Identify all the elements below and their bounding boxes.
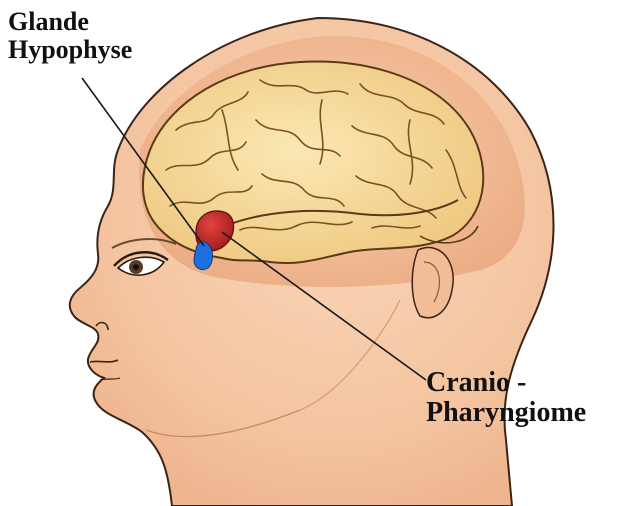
craniopharyngioma-label-line2: Pharyngiome — [426, 398, 586, 428]
pituitary-label: Glande Hypophyse — [8, 8, 132, 64]
pituitary-label-line2: Hypophyse — [8, 36, 132, 64]
craniopharyngioma-label-line1: Cranio - — [426, 368, 586, 398]
pituitary-label-line1: Glande — [8, 8, 132, 36]
craniopharyngioma-label: Cranio - Pharyngiome — [426, 368, 586, 428]
